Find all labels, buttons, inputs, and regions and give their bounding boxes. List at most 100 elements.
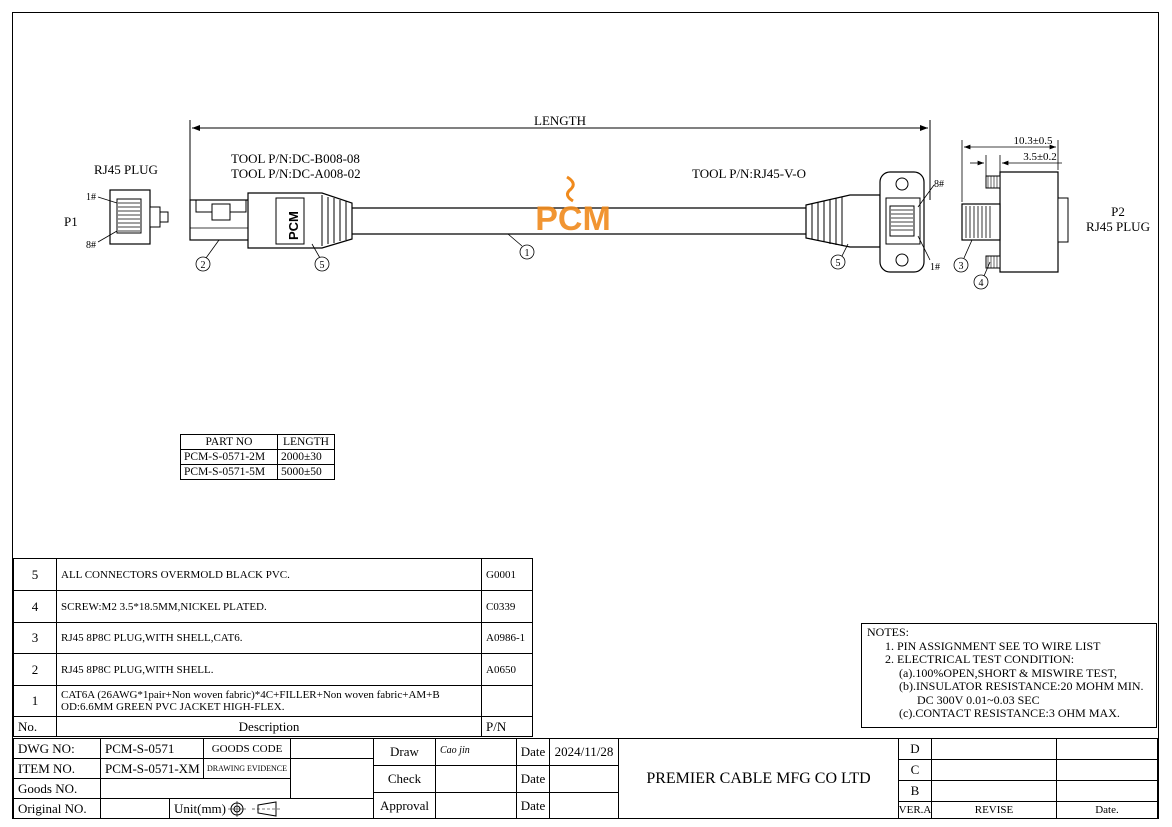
- p1-pin1: 1#: [86, 192, 96, 203]
- draw-label: Draw: [373, 738, 436, 766]
- part-no-cell: PCM-S-0571-2M: [180, 449, 278, 465]
- note-line: 2. ELECTRICAL TEST CONDITION:: [885, 652, 1075, 666]
- draw-date-value: 2024/11/28: [549, 738, 619, 766]
- rev-row-d: D: [898, 738, 932, 760]
- goods-no-value: [100, 778, 291, 799]
- note-line: DC 300V 0.01~0.03 SEC: [917, 692, 1040, 707]
- approval-date-value: [549, 792, 619, 819]
- cable-drawing: LENGTH 1# 8# P1 RJ45 PLUG: [64, 113, 1150, 290]
- item-no-value: PCM-S-0571-XM: [100, 758, 204, 779]
- projection-symbol-icon: [228, 800, 282, 817]
- bom-pn: [481, 685, 533, 717]
- callout-5b: 5: [836, 258, 841, 269]
- callout-3: 3: [959, 261, 964, 272]
- draw-date-label: Date: [516, 738, 550, 766]
- bom-row: 1 CAT6A (26AWG*1pair+Non woven fabric)*4…: [13, 685, 533, 717]
- p1-face-view: 1# 8# P1 RJ45 PLUG: [64, 162, 169, 251]
- item-no-label: ITEM NO.: [13, 758, 101, 779]
- tool-left-2: TOOL P/N:DC-A008-02: [231, 166, 361, 181]
- notes-box: NOTES: 1. PIN ASSIGNMENT SEE TO WIRE LIS…: [861, 623, 1157, 728]
- part-no-cell: PCM-S-0571-5M: [180, 464, 278, 480]
- bom-no: 4: [13, 590, 57, 623]
- rev-d-desc: [931, 738, 1057, 760]
- rev-b-desc: [931, 780, 1057, 802]
- p1-plug-label: RJ45 PLUG: [94, 162, 158, 177]
- bom-description-line1: CAT6A (26AWG*1pair+Non woven fabric)*4C+…: [61, 689, 440, 701]
- bom-row: 5 ALL CONNECTORS OVERMOLD BLACK PVC. G00…: [13, 558, 533, 591]
- callouts: 2 5 1 5 3 4: [195, 233, 991, 290]
- p2-pin8: 8#: [934, 179, 944, 190]
- p2-overmold: [805, 194, 881, 248]
- bom-no: 1: [13, 685, 57, 717]
- p1-label: P1: [64, 214, 78, 229]
- bom-description: ALL CONNECTORS OVERMOLD BLACK PVC.: [56, 558, 482, 591]
- bom-no: 5: [13, 558, 57, 591]
- bom-no: 2: [13, 653, 57, 686]
- pcm-watermark: PCM: [535, 175, 611, 238]
- cable: [352, 207, 806, 235]
- bom-pn: C0339: [481, 590, 533, 623]
- table-row: PCM-S-0571-5M 5000±50: [180, 464, 335, 480]
- company-name: PREMIER CABLE MFG CO LTD: [618, 738, 899, 819]
- goods-code-label: GOODS CODE: [203, 738, 291, 759]
- bom-description: RJ45 8P8C PLUG,WITH SHELL,CAT6.: [56, 622, 482, 654]
- callout-5a: 5: [320, 260, 325, 271]
- bill-of-materials: 5 ALL CONNECTORS OVERMOLD BLACK PVC. G00…: [13, 558, 533, 737]
- bom-row: 4 SCREW:M2 3.5*18.5MM,NICKEL PLATED. C03…: [13, 590, 533, 623]
- callout-4: 4: [979, 278, 984, 289]
- p1-plug: [189, 199, 251, 241]
- original-no-label: Original NO.: [13, 798, 101, 819]
- p1-overmold: PCM: [247, 192, 353, 249]
- check-date-label: Date: [516, 765, 550, 793]
- bom-description: RJ45 8P8C PLUG,WITH SHELL.: [56, 653, 482, 686]
- p2-label: P2: [1111, 204, 1125, 219]
- rev-d-date: [1056, 738, 1158, 760]
- bom-header-pn: P/N: [481, 716, 533, 737]
- p1-pin8: 8#: [86, 240, 96, 251]
- dwg-no-label: DWG NO:: [13, 738, 101, 759]
- note-line: (c).CONTACT RESISTANCE:3 OHM MAX.: [899, 706, 1120, 720]
- rev-c-desc: [931, 759, 1057, 781]
- tool-left-1: TOOL P/N:DC-B008-08: [231, 151, 360, 166]
- bom-pn: G0001: [481, 558, 533, 591]
- bom-description: CAT6A (26AWG*1pair+Non woven fabric)*4C+…: [56, 685, 482, 717]
- drawing-evidence-value: [290, 758, 374, 799]
- bom-description: SCREW:M2 3.5*18.5MM,NICKEL PLATED.: [56, 590, 482, 623]
- ver-label: VER.A: [898, 801, 932, 819]
- table-row: PCM-S-0571-2M 2000±30: [180, 449, 335, 465]
- note-line: (b).INSULATOR RESISTANCE:20 MOHM MIN.: [899, 679, 1144, 693]
- p2-pin1: 1#: [930, 262, 940, 273]
- overmold-logo: PCM: [286, 211, 301, 240]
- p2-plug-label: RJ45 PLUG: [1086, 219, 1150, 234]
- draw-signature: Cao jin: [435, 738, 517, 766]
- header-part-no: PART NO: [180, 434, 278, 450]
- approval-label: Approval: [373, 792, 436, 819]
- rev-c-date: [1056, 759, 1158, 781]
- goods-no-label: Goods NO.: [13, 778, 101, 799]
- tool-right: TOOL P/N:RJ45-V-O: [692, 166, 806, 181]
- unit-cell: Unit(mm): [169, 798, 374, 819]
- bom-description-line2: OD:6.6MM GREEN PVC JACKET HIGH-FLEX.: [61, 701, 285, 713]
- rev-row-c: C: [898, 759, 932, 781]
- length-label: LENGTH: [534, 113, 586, 128]
- bom-row: 3 RJ45 8P8C PLUG,WITH SHELL,CAT6. A0986-…: [13, 622, 533, 654]
- bom-pn: A0986-1: [481, 622, 533, 654]
- length-dimension: LENGTH: [189, 113, 931, 210]
- check-date-value: [549, 765, 619, 793]
- bom-row: 2 RJ45 8P8C PLUG,WITH SHELL. A0650: [13, 653, 533, 686]
- approval-value: [435, 792, 517, 819]
- original-no-value: [100, 798, 170, 819]
- dim-10-3: 10.3±0.5: [1013, 135, 1053, 147]
- title-block: DWG NO: PCM-S-0571 GOODS CODE ITEM NO. P…: [13, 738, 1158, 819]
- length-cell: 5000±50: [277, 464, 335, 480]
- bom-header-row: No. Description P/N: [13, 716, 533, 737]
- part-length-table: PART NO LENGTH PCM-S-0571-2M 2000±30 PCM…: [180, 434, 335, 480]
- p2-side-view: 10.3±0.5 3.5±0.2 P2 RJ45 PLUG: [961, 135, 1150, 273]
- callout-2: 2: [201, 260, 206, 271]
- approval-date-label: Date: [516, 792, 550, 819]
- bom-pn: A0650: [481, 653, 533, 686]
- bom-header-no: No.: [13, 716, 57, 737]
- dim-3-5: 3.5±0.2: [1023, 151, 1057, 163]
- unit-label: Unit(mm): [174, 800, 226, 816]
- bom-header-description: Description: [56, 716, 482, 737]
